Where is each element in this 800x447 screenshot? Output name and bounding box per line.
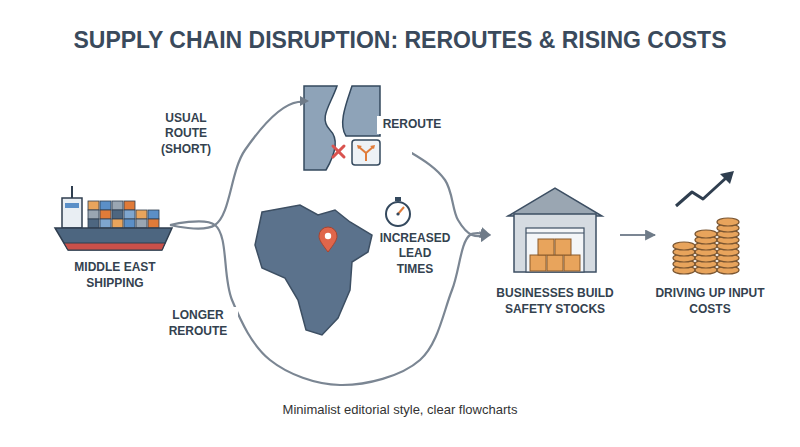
diagram-caption: Minimalist editorial style, clear flowch… [0, 402, 800, 417]
cargo-container [136, 210, 147, 219]
region-map [255, 205, 372, 335]
coin [717, 218, 739, 226]
map-pin-dot [325, 233, 331, 239]
ship-mast [71, 186, 73, 198]
stock-box [547, 255, 563, 271]
cargo-container [88, 201, 99, 210]
strait-land-east [343, 86, 380, 136]
stock-box [564, 255, 580, 271]
coin-stacks [673, 218, 739, 274]
stopwatch-button [395, 197, 401, 201]
warehouse-door [526, 228, 584, 272]
route-label: LONGER REROUTE [158, 307, 238, 340]
step-node: DRIVING UP INPUT COSTS [655, 180, 765, 317]
warehouse-roof [508, 188, 602, 216]
warehouse-wall [514, 214, 596, 272]
ship-icon [55, 186, 172, 250]
step-label: MIDDLE EAST SHIPPING [60, 260, 170, 291]
step-label: BUSINESSES BUILD SAFETY STOCKS [490, 286, 620, 317]
stopwatch-face [386, 202, 410, 226]
ship-hull-stripe [64, 243, 165, 250]
stopwatch-pivot [396, 212, 399, 215]
cargo-container [124, 219, 135, 228]
trend-arrowhead [720, 171, 734, 184]
cargo-container [148, 210, 159, 219]
cargo-container [124, 201, 135, 210]
stock-box [530, 255, 546, 271]
cargo-container [100, 219, 111, 228]
coin [695, 230, 717, 238]
annotation-label: REROUTE [377, 116, 447, 134]
stopwatch-icon [386, 197, 410, 226]
cargo-container [112, 201, 123, 210]
cargo-container [136, 219, 147, 228]
map-pin [319, 227, 337, 252]
cargo-container [124, 210, 135, 219]
blocked-cross [333, 146, 344, 157]
warehouse-icon [508, 188, 602, 272]
cargo-container [148, 219, 159, 228]
cargo-container [88, 210, 99, 219]
detour-arrows [359, 147, 373, 161]
detour-sign [352, 140, 380, 165]
stock-box [555, 239, 571, 255]
route-arrowhead [300, 96, 309, 106]
ship-window [65, 203, 79, 208]
cargo-container [100, 210, 111, 219]
route-label: USUAL ROUTE (SHORT) [141, 110, 231, 159]
cargo-container [112, 210, 123, 219]
step-label: DRIVING UP INPUT COSTS [655, 286, 765, 317]
ship-containers [88, 201, 159, 228]
flow-connector [620, 234, 655, 236]
cost-icon [673, 171, 739, 274]
coin [673, 242, 695, 250]
ship-hull [55, 228, 172, 250]
trend-arrow [676, 178, 726, 206]
map-landmass [255, 205, 372, 335]
step-node: BUSINESSES BUILD SAFETY STOCKS [490, 180, 620, 317]
cargo-container [100, 201, 111, 210]
stock-box [538, 239, 554, 255]
detour-arrowheads [357, 145, 375, 149]
annotation-label: INCREASED LEAD TIMES [377, 230, 453, 279]
cargo-container [88, 219, 99, 228]
warehouse-shutter [526, 233, 584, 234]
ship-bridge [62, 198, 82, 228]
step-node: MIDDLE EAST SHIPPING [60, 180, 170, 291]
blocked-cross [333, 146, 344, 157]
cargo-container [112, 219, 123, 228]
diagram-title: SUPPLY CHAIN DISRUPTION: REROUTES & RISI… [0, 27, 800, 54]
